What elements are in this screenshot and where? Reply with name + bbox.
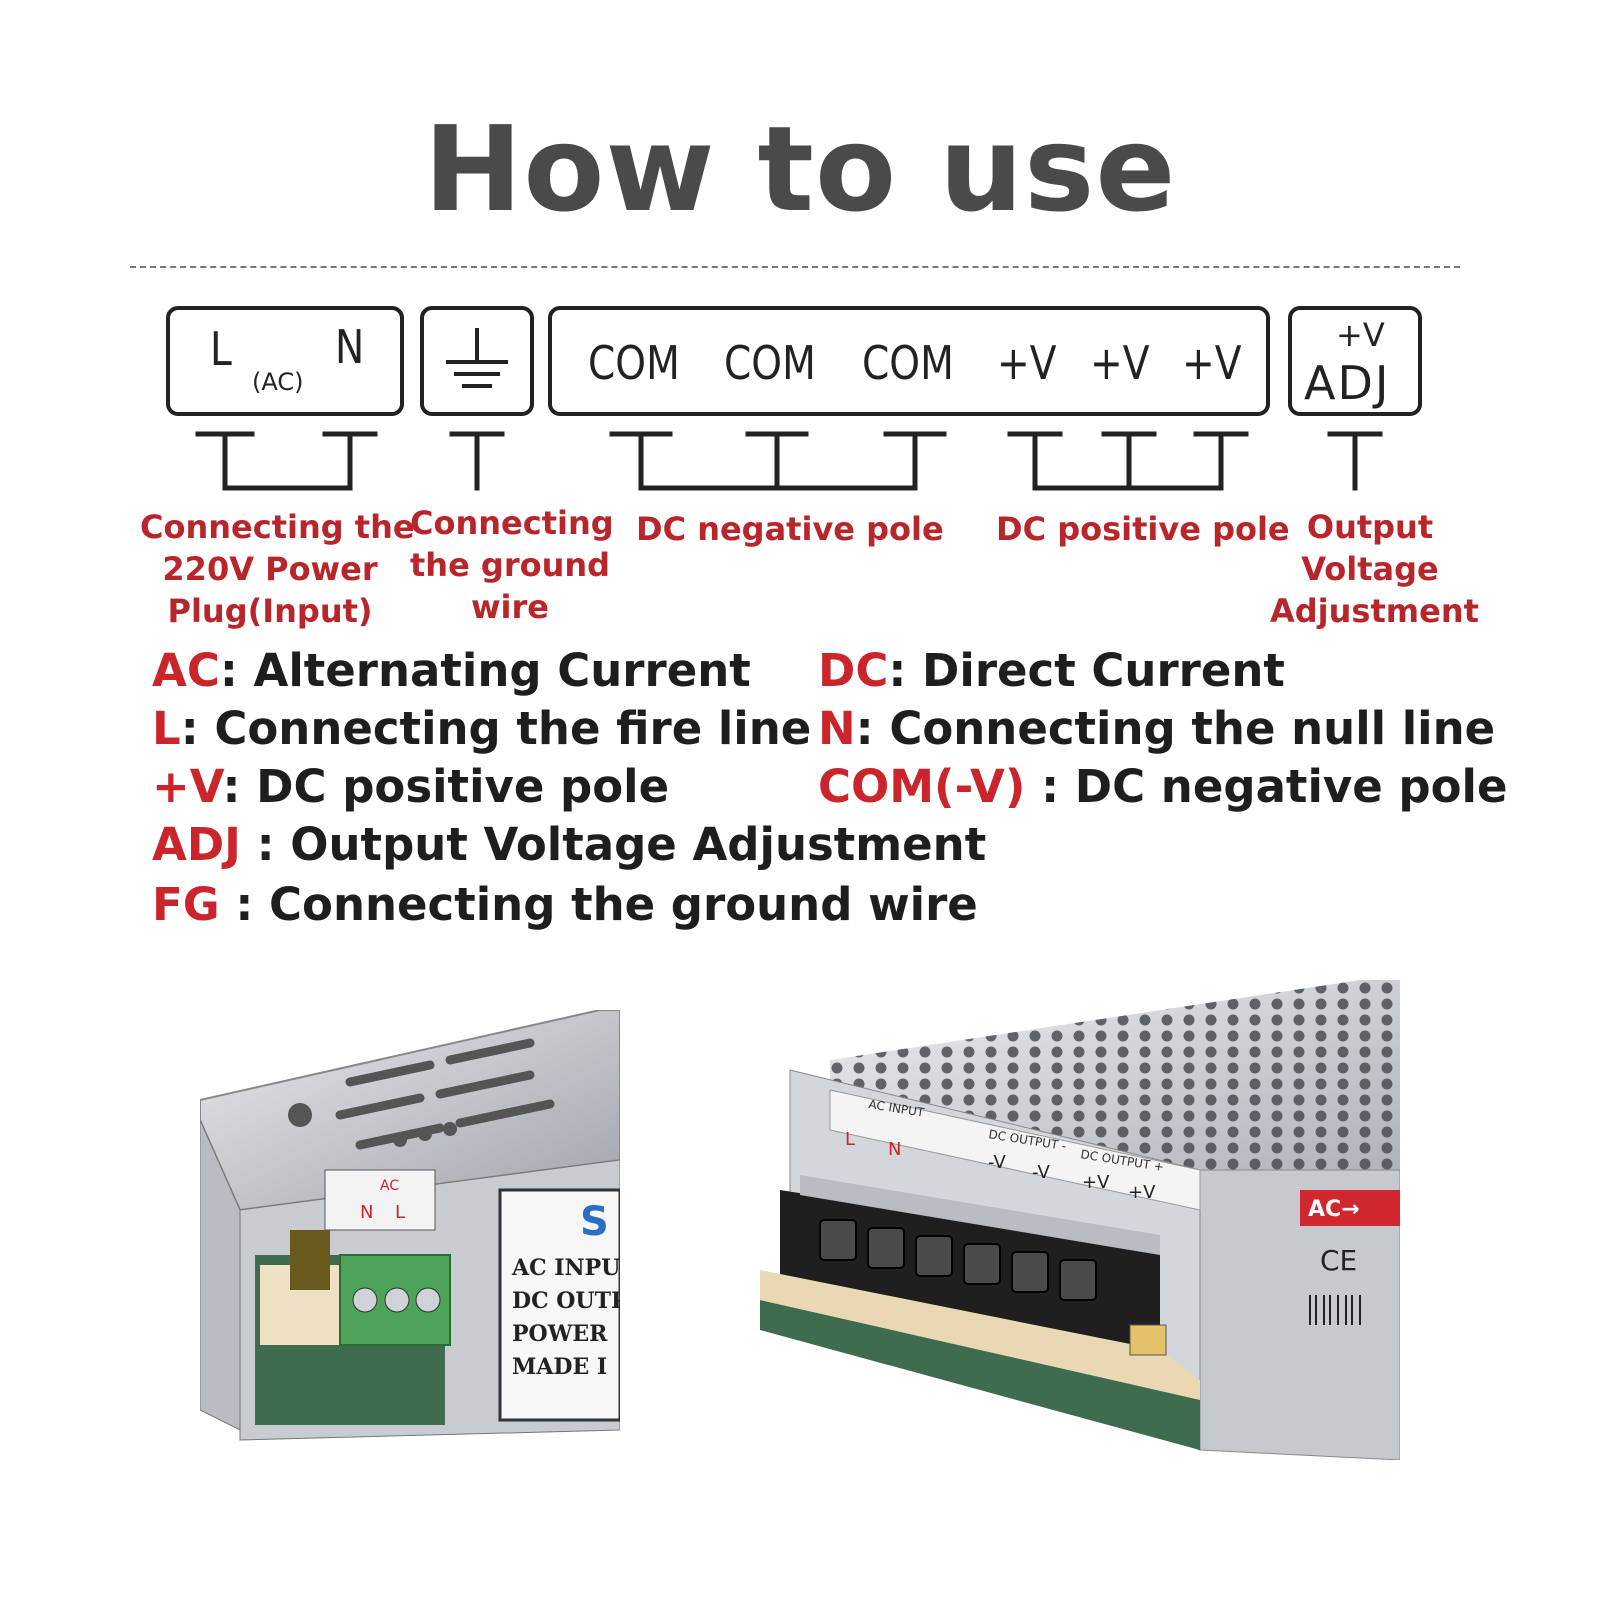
terminal-com-1: COM [588, 336, 680, 390]
left-photo-brand: S [580, 1199, 609, 1245]
legend-key-fg: FG [152, 878, 220, 931]
legend-text-ac: : Alternating Current [219, 644, 751, 697]
terminal-pos-2: +V [1090, 336, 1150, 390]
caption-dc-positive: DC positive pole [996, 510, 1290, 548]
right-photo-neg1: -V [988, 1152, 1006, 1173]
legend-key-n: N [818, 702, 856, 755]
right-photo-ce: CE [1320, 1244, 1357, 1277]
dc-terminal-box: COM COM COM +V +V +V [548, 306, 1270, 416]
legend-text-adj: : Output Voltage Adjustment [240, 818, 987, 871]
legend-l: L: Connecting the fire line [152, 702, 811, 755]
legend-text-fg: : Connecting the ground wire [219, 878, 978, 931]
terminal-ac-label: (AC) [252, 368, 304, 396]
dashed-divider [130, 266, 1460, 268]
caption-ac-line-2: 220V Power [162, 550, 378, 588]
legend-text-dc: : Direct Current [888, 644, 1285, 697]
adj-bottom-label: ADJ [1304, 356, 1391, 410]
legend-ac: AC: Alternating Current [152, 644, 751, 697]
caption-ac-line-3: Plug(Input) [167, 592, 373, 630]
ground-icon [446, 328, 508, 388]
caption-ac-line-1: Connecting the [140, 508, 415, 546]
right-photo-l: L [845, 1129, 855, 1150]
legend-fg: FG : Connecting the ground wire [152, 878, 978, 931]
ac-terminal-box: L N (AC) [166, 306, 404, 416]
legend-key-pos: +V [152, 760, 223, 813]
adj-terminal-box: +V ADJ [1288, 306, 1422, 416]
terminal-n-label: N [335, 320, 365, 374]
legend-text-com: : DC negative pole [1025, 760, 1508, 813]
caption-adjust: Output Voltage Adjustment [1270, 506, 1479, 632]
caption-dc-negative: DC negative pole [636, 510, 944, 548]
legend-text-pos: : DC positive pole [222, 760, 670, 813]
caption-ground: Connecting the ground wire [410, 502, 614, 628]
caption-ground-line-3: wire [470, 588, 549, 626]
legend-adj: ADJ : Output Voltage Adjustment [152, 818, 986, 871]
legend-pos: +V: DC positive pole [152, 760, 669, 813]
terminal-com-3: COM [862, 336, 954, 390]
left-photo-plate-1: AC INPU [511, 1255, 620, 1281]
left-photo-ac-label: AC [380, 1178, 399, 1194]
power-supply-photo-right: AC INPUT L N DC OUTPUT - DC OUTPUT + -V … [760, 980, 1400, 1460]
caption-ground-line-1: Connecting [410, 504, 614, 542]
right-photo-pos1: +V [1082, 1172, 1110, 1193]
left-photo-plate-4: MADE I [512, 1354, 607, 1380]
left-photo-l-label: L [395, 1202, 405, 1223]
terminal-pos-1: +V [997, 336, 1057, 390]
legend-key-ac: AC [152, 644, 220, 697]
terminal-l-label: L [210, 322, 232, 376]
left-photo-n-label: N [360, 1202, 373, 1223]
terminal-com-2: COM [724, 336, 816, 390]
caption-adjust-line-2: Voltage [1301, 550, 1439, 588]
caption-ac-input: Connecting the 220V Power Plug(Input) [140, 506, 415, 632]
left-photo-plate-2: DC OUTPU [512, 1288, 620, 1314]
legend-dc: DC: Direct Current [818, 644, 1285, 697]
legend-key-dc: DC [818, 644, 889, 697]
legend-key-adj: ADJ [152, 818, 241, 871]
power-supply-photo-left: AC N L S AC INPU DC OUTPU POWER MADE I [200, 1010, 620, 1441]
right-photo-n: N [888, 1139, 901, 1160]
legend-key-com: COM(-V) [818, 760, 1026, 813]
right-photo-badge: AC→ [1308, 1197, 1360, 1222]
right-photo-neg2: -V [1032, 1162, 1050, 1183]
legend-com: COM(-V) : DC negative pole [818, 760, 1507, 813]
right-photo-pos2: +V [1128, 1182, 1156, 1203]
caption-ground-line-2: the ground [410, 546, 611, 584]
ground-terminal-box [420, 306, 534, 416]
legend-text-n: : Connecting the null line [855, 702, 1496, 755]
legend-key-l: L [152, 702, 181, 755]
legend-n: N: Connecting the null line [818, 702, 1495, 755]
terminal-connectors [195, 431, 1383, 491]
caption-adjust-line-3: Adjustment [1270, 592, 1479, 630]
legend-text-l: : Connecting the fire line [180, 702, 812, 755]
terminal-pos-3: +V [1182, 336, 1242, 390]
page-title: How to use [423, 100, 1177, 238]
left-photo-plate-3: POWER [512, 1321, 608, 1347]
caption-adjust-line-1: Output [1306, 508, 1434, 546]
adj-top-label: +V [1336, 316, 1385, 354]
